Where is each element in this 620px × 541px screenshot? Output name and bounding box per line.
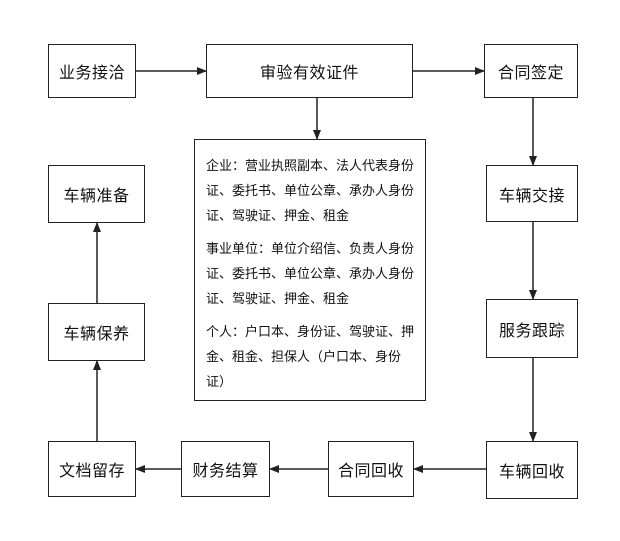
institution-documents: 事业单位：单位介绍信、负责人身份证、委托书、单位公章、承办人身份证、驾驶证、押金…	[206, 242, 415, 307]
step-label: 车辆准备	[63, 186, 130, 205]
step-label: 审验有效证件	[259, 63, 359, 82]
step-label: 文档留存	[58, 461, 125, 480]
step-business-contact: 业务接洽	[48, 44, 136, 98]
step-vehicle-maintenance: 车辆保养	[48, 303, 145, 361]
step-service-tracking: 服务跟踪	[486, 299, 578, 358]
required-documents-panel: 企业：营业执照副本、法人代表身份证、委托书、单位公章、承办人身份证、驾驶证、押金…	[194, 139, 426, 401]
step-label: 合同签定	[497, 63, 564, 82]
enterprise-documents: 企业：营业执照副本、法人代表身份证、委托书、单位公章、承办人身份证、驾驶证、押金…	[206, 159, 415, 224]
step-archive-storage: 文档留存	[48, 441, 136, 497]
step-contract-recovery: 合同回收	[328, 441, 414, 497]
step-label: 业务接洽	[58, 63, 125, 82]
step-vehicle-preparation: 车辆准备	[48, 165, 145, 223]
step-label: 车辆保养	[63, 324, 130, 343]
step-vehicle-recovery: 车辆回收	[486, 441, 578, 499]
step-label: 合同回收	[337, 461, 404, 480]
step-label: 车辆回收	[498, 462, 565, 481]
individual-documents: 个人：户口本、身份证、驾驶证、押金、租金、担保人（户口本、身份证）	[206, 325, 415, 390]
step-sign-contract: 合同签定	[484, 44, 578, 98]
step-label: 服务跟踪	[498, 320, 565, 340]
step-label: 财务结算	[192, 461, 259, 480]
step-vehicle-handover: 车辆交接	[486, 165, 578, 222]
step-label: 车辆交接	[498, 185, 565, 205]
step-financial-settlement: 财务结算	[181, 441, 270, 497]
step-verify-documents: 审验有效证件	[206, 44, 413, 98]
